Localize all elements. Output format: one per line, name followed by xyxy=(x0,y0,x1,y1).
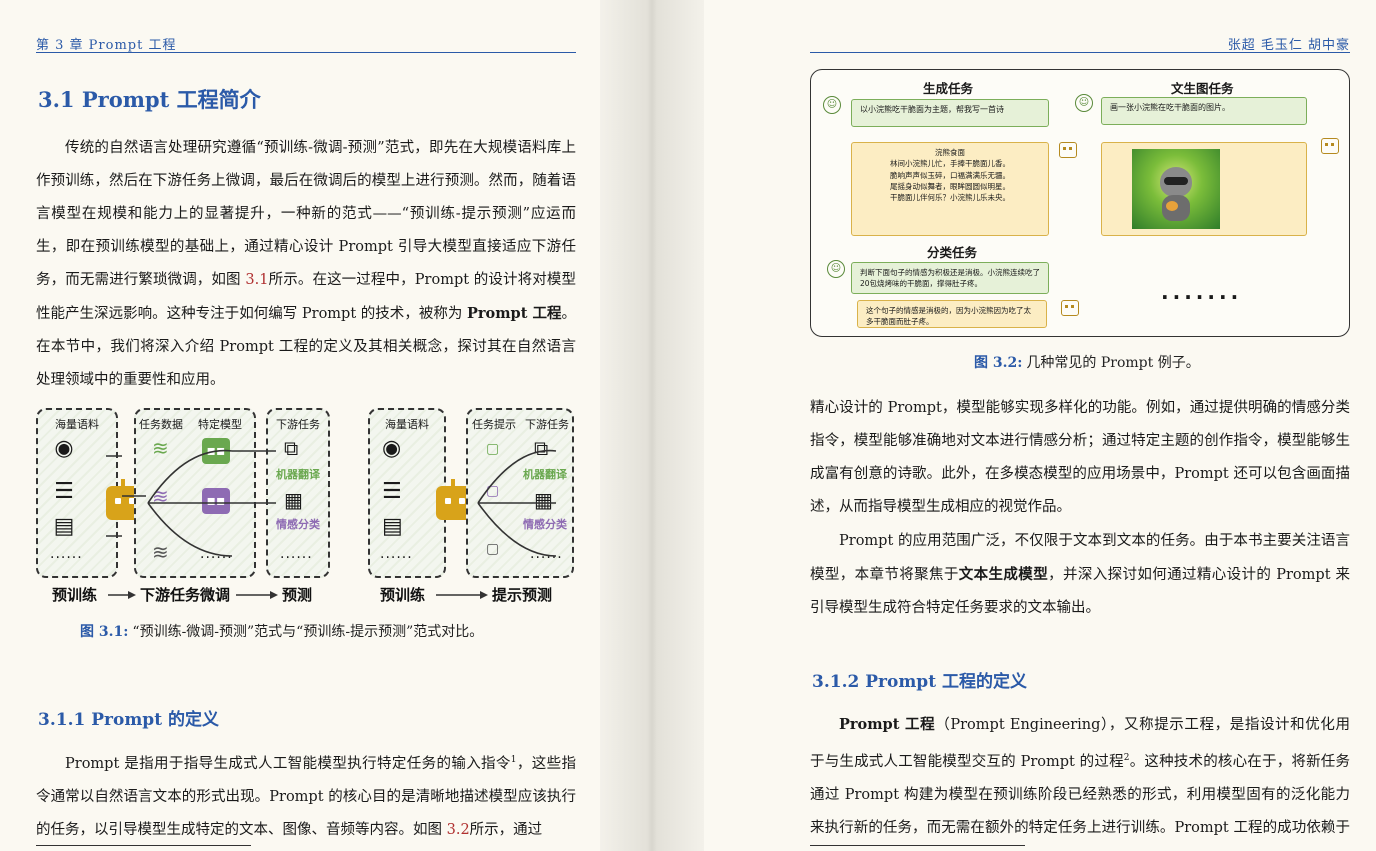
more-dots: ...... xyxy=(530,546,563,562)
footnote-1[interactable]: 1 xyxy=(510,755,517,765)
label-task-prompt: 任务提示 xyxy=(472,418,516,431)
image-response-bubble xyxy=(1101,142,1307,236)
title-generation-task: 生成任务 xyxy=(923,81,974,96)
classification-prompt-bubble: 判断下面句子的情感为积极还是消极。小浣熊连续吃了20包烧烤味的干脆面，撑得肚子疼… xyxy=(851,262,1049,294)
translate-icon: ⧉ xyxy=(284,436,299,460)
running-head-authors: 张超 毛玉仁 胡中豪 xyxy=(1227,38,1350,53)
user-face-icon: ☺ xyxy=(823,96,841,114)
engineering-definition-paragraph: Prompt 工程（Prompt Engineering），又称提示工程，是指设… xyxy=(810,716,1350,836)
title-classification-task: 分类任务 xyxy=(927,245,978,260)
label-sentiment: 情感分类 xyxy=(523,518,567,531)
label-downstream-2: 下游任务 xyxy=(525,418,569,431)
box-pretrain-corpus xyxy=(36,408,118,578)
document-icon: ▤ xyxy=(53,514,75,539)
label-pretrain-2: 预训练 xyxy=(380,586,426,604)
more-dots: ...... xyxy=(50,546,83,562)
label-corpus-2: 海量语料 xyxy=(385,418,429,431)
bot-icon xyxy=(1059,142,1077,158)
bot-icon xyxy=(1321,138,1339,154)
figure-3-1: 海量语料 ◉ ☰ ▤ ...... 任务数据 特定模型 ≋ ≋ ≋ ▪▪ ▪▪ … xyxy=(36,406,576,606)
label-sentiment: 情感分类 xyxy=(276,518,320,531)
footnote-rule xyxy=(36,845,251,846)
subsection-title-2: 3.1.2 Prompt 工程的定义 xyxy=(812,672,1027,692)
section-title: 3.1 Prompt 工程简介 xyxy=(38,87,261,112)
label-pretrain: 预训练 xyxy=(52,586,98,604)
grid-icon: ▦ xyxy=(534,488,553,512)
user-face-icon: ☺ xyxy=(1075,94,1093,112)
layers-icon: ≋ xyxy=(152,436,169,460)
box-pretrain-corpus-2 xyxy=(368,408,446,578)
books-icon: ☰ xyxy=(54,479,74,504)
footnote-2[interactable]: 2 xyxy=(1123,753,1130,763)
poem-line: 尾摇身动似舞者，眼眸圆圆似明星。 xyxy=(890,181,1010,191)
header-rule xyxy=(810,52,1350,53)
header-rule xyxy=(36,52,576,53)
figure-3-1-caption: 图 3.1:“预训练-微调-预测”范式与“预训练-提示预测”范式对比。 xyxy=(80,624,484,640)
globe-icon: ◉ xyxy=(382,436,402,461)
box-prompt-predict xyxy=(466,408,574,578)
footnote-rule xyxy=(810,845,1025,846)
intro-paragraph: 传统的自然语言处理研究遵循“预训练-微调-预测”范式，即先在大规模语料库上作预训… xyxy=(36,140,577,388)
right-page: 张超 毛玉仁 胡中豪 生成任务 文生图任务 ☺ 以小浣熊吃干脆面为主题，帮我写一… xyxy=(704,0,1376,851)
label-finetune: 下游任务微调 xyxy=(140,586,231,604)
figure-3-2: 生成任务 文生图任务 ☺ 以小浣熊吃干脆面为主题，帮我写一首诗 ☺ 画一张小浣熊… xyxy=(810,69,1350,337)
flow-arrows xyxy=(106,449,557,599)
figure-ref-3-1[interactable]: 3.1 xyxy=(245,272,269,288)
left-page: 第 3 章 Prompt 工程 3.1 Prompt 工程简介 传统的自然语言处… xyxy=(0,0,600,851)
scope-paragraph: Prompt 的应用范围广泛，不仅限于文本到文本的任务。由于本书主要关注语言模型… xyxy=(810,533,1351,616)
label-corpus: 海量语料 xyxy=(55,418,99,431)
raccoon-image xyxy=(1132,149,1220,229)
label-prompt-predict: 提示预测 xyxy=(492,586,553,604)
more-dots: ...... xyxy=(380,546,413,562)
poem-line: 脆响声声似玉碎，口福满满乐无疆。 xyxy=(890,170,1010,180)
label-predict: 预测 xyxy=(282,586,313,604)
prompt-icon: ▢ xyxy=(486,541,500,557)
user-face-icon: ☺ xyxy=(827,260,845,278)
running-head-chapter: 第 3 章 Prompt 工程 xyxy=(36,38,177,53)
label-specific-model: 特定模型 xyxy=(198,418,242,431)
label-machine-translation: 机器翻译 xyxy=(276,468,320,481)
bot-icon xyxy=(1061,300,1079,316)
continuation-paragraph: 精心设计的 Prompt，模型能够实现多样化的功能。例如，通过提供明确的情感分类… xyxy=(810,400,1350,515)
more-examples-dots: ....... xyxy=(1161,280,1243,304)
definition-paragraph: Prompt 是指用于指导生成式人工智能模型执行特定任务的输入指令1，这些指令通… xyxy=(36,755,576,838)
figure-3-2-caption: 图 3.2:几种常见的 Prompt 例子。 xyxy=(974,355,1200,371)
classification-answer-bubble: 这个句子的情感是消极的，因为小浣熊因为吃了太多干脆面而肚子疼。 xyxy=(857,300,1047,328)
generation-prompt-bubble: 以小浣熊吃干脆面为主题，帮我写一首诗 xyxy=(851,99,1049,127)
poem-response-bubble: 浣熊食面 林间小浣熊儿忙，手捧干脆面儿香。 脆响声声似玉碎，口福满满乐无疆。 尾… xyxy=(851,142,1049,236)
t2i-prompt-bubble: 画一张小浣熊在吃干脆面的图片。 xyxy=(1101,97,1307,125)
book-gutter xyxy=(600,0,704,851)
grid-icon: ▦ xyxy=(284,488,303,512)
poem-title: 浣熊食面 xyxy=(935,148,965,157)
books-icon: ☰ xyxy=(382,479,402,504)
label-downstream: 下游任务 xyxy=(276,418,320,431)
document-icon: ▤ xyxy=(382,514,403,539)
title-text-to-image: 文生图任务 xyxy=(1171,81,1234,96)
poem-line: 干脆面儿伴何乐？小浣熊儿乐未央。 xyxy=(890,193,1010,202)
globe-icon: ◉ xyxy=(54,436,74,461)
figure-ref-3-2[interactable]: 3.2 xyxy=(446,821,470,838)
translate-icon: ⧉ xyxy=(534,436,549,460)
box-downstream xyxy=(266,408,330,578)
poem-line: 林间小浣熊儿忙，手捧干脆面儿香。 xyxy=(890,159,1010,169)
prompt-icon: ▢ xyxy=(486,441,500,457)
label-machine-translation: 机器翻译 xyxy=(523,468,567,481)
subsection-title: 3.1.1 Prompt 的定义 xyxy=(38,710,219,730)
more-dots: ...... xyxy=(280,546,313,562)
layers-icon: ≋ xyxy=(152,540,169,564)
model-purple-icon: ▪▪ xyxy=(202,488,230,514)
label-task-data: 任务数据 xyxy=(139,418,183,431)
